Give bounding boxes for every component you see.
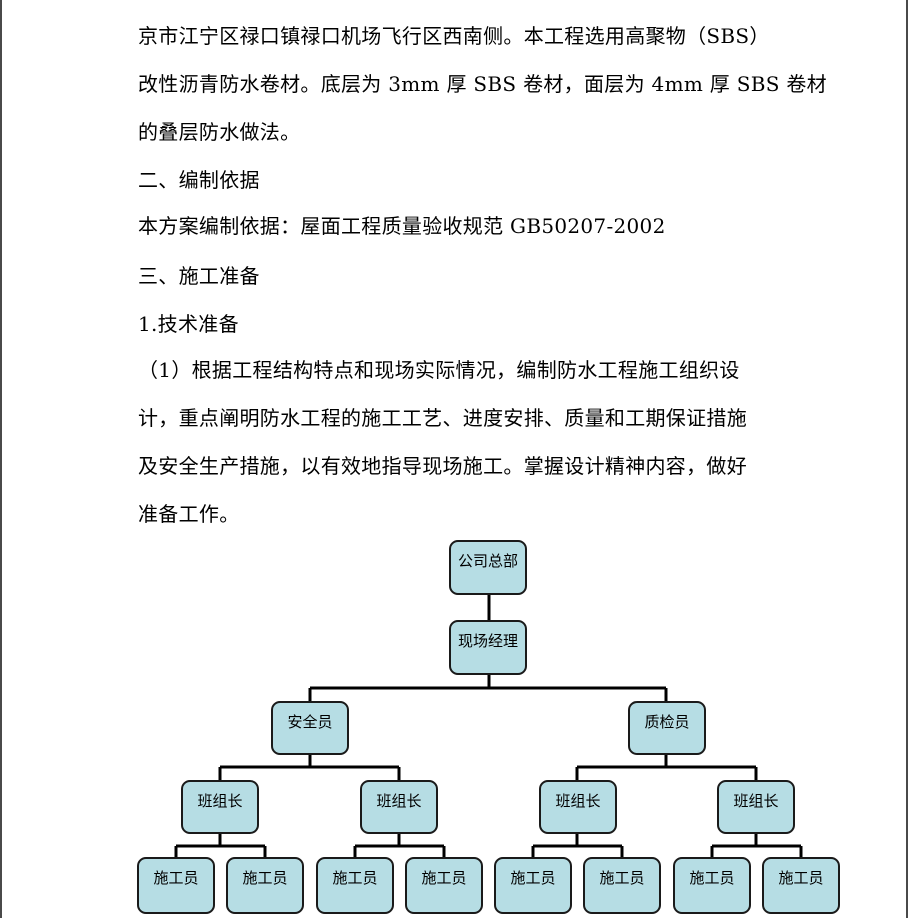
org-node-team-leader-2: 班组长 (360, 780, 438, 834)
body-line-5: 计，重点阐明防水工程的施工工艺、进度安排、质量和工期保证措施 (138, 406, 747, 430)
section-heading-basis: 二、编制依据 (138, 168, 260, 192)
body-line-6: 及安全生产措施，以有效地指导现场施工。掌握设计精神内容，做好 (138, 454, 747, 478)
page-edge-left (0, 0, 2, 918)
org-node-team-leader-4: 班组长 (717, 780, 795, 834)
org-node-worker-8: 施工员 (762, 857, 840, 914)
org-node-manager: 现场经理 (449, 620, 527, 675)
org-node-worker-4: 施工员 (405, 857, 483, 914)
org-node-team-leader-1: 班组长 (181, 780, 259, 834)
body-line-1: 京市江宁区禄口镇禄口机场飞行区西南侧。本工程选用高聚物（SBS） (138, 24, 770, 48)
org-node-worker-2: 施工员 (226, 857, 304, 914)
body-line-2: 改性沥青防水卷材。底层为 3mm 厚 SBS 卷材，面层为 4mm 厚 SBS … (138, 72, 827, 96)
org-node-worker-7: 施工员 (673, 857, 751, 914)
org-node-worker-6: 施工员 (583, 857, 661, 914)
org-node-team-leader-3: 班组长 (539, 780, 617, 834)
org-node-worker-1: 施工员 (137, 857, 215, 914)
body-line-basis: 本方案编制依据：屋面工程质量验收规范 GB50207-2002 (138, 214, 666, 238)
body-line-7: 准备工作。 (138, 502, 240, 526)
org-node-worker-3: 施工员 (316, 857, 394, 914)
org-node-quality-inspector: 质检员 (628, 701, 706, 755)
org-node-safety-officer: 安全员 (271, 701, 349, 755)
org-node-head: 公司总部 (449, 540, 527, 595)
org-node-worker-5: 施工员 (494, 857, 572, 914)
subheading-technical: 1.技术准备 (138, 312, 239, 336)
body-line-3: 的叠层防水做法。 (138, 120, 301, 144)
section-heading-preparation: 三、施工准备 (138, 264, 260, 288)
page-edge-right (906, 0, 908, 918)
body-line-4: （1）根据工程结构特点和现场实际情况，编制防水工程施工组织设 (138, 358, 740, 382)
